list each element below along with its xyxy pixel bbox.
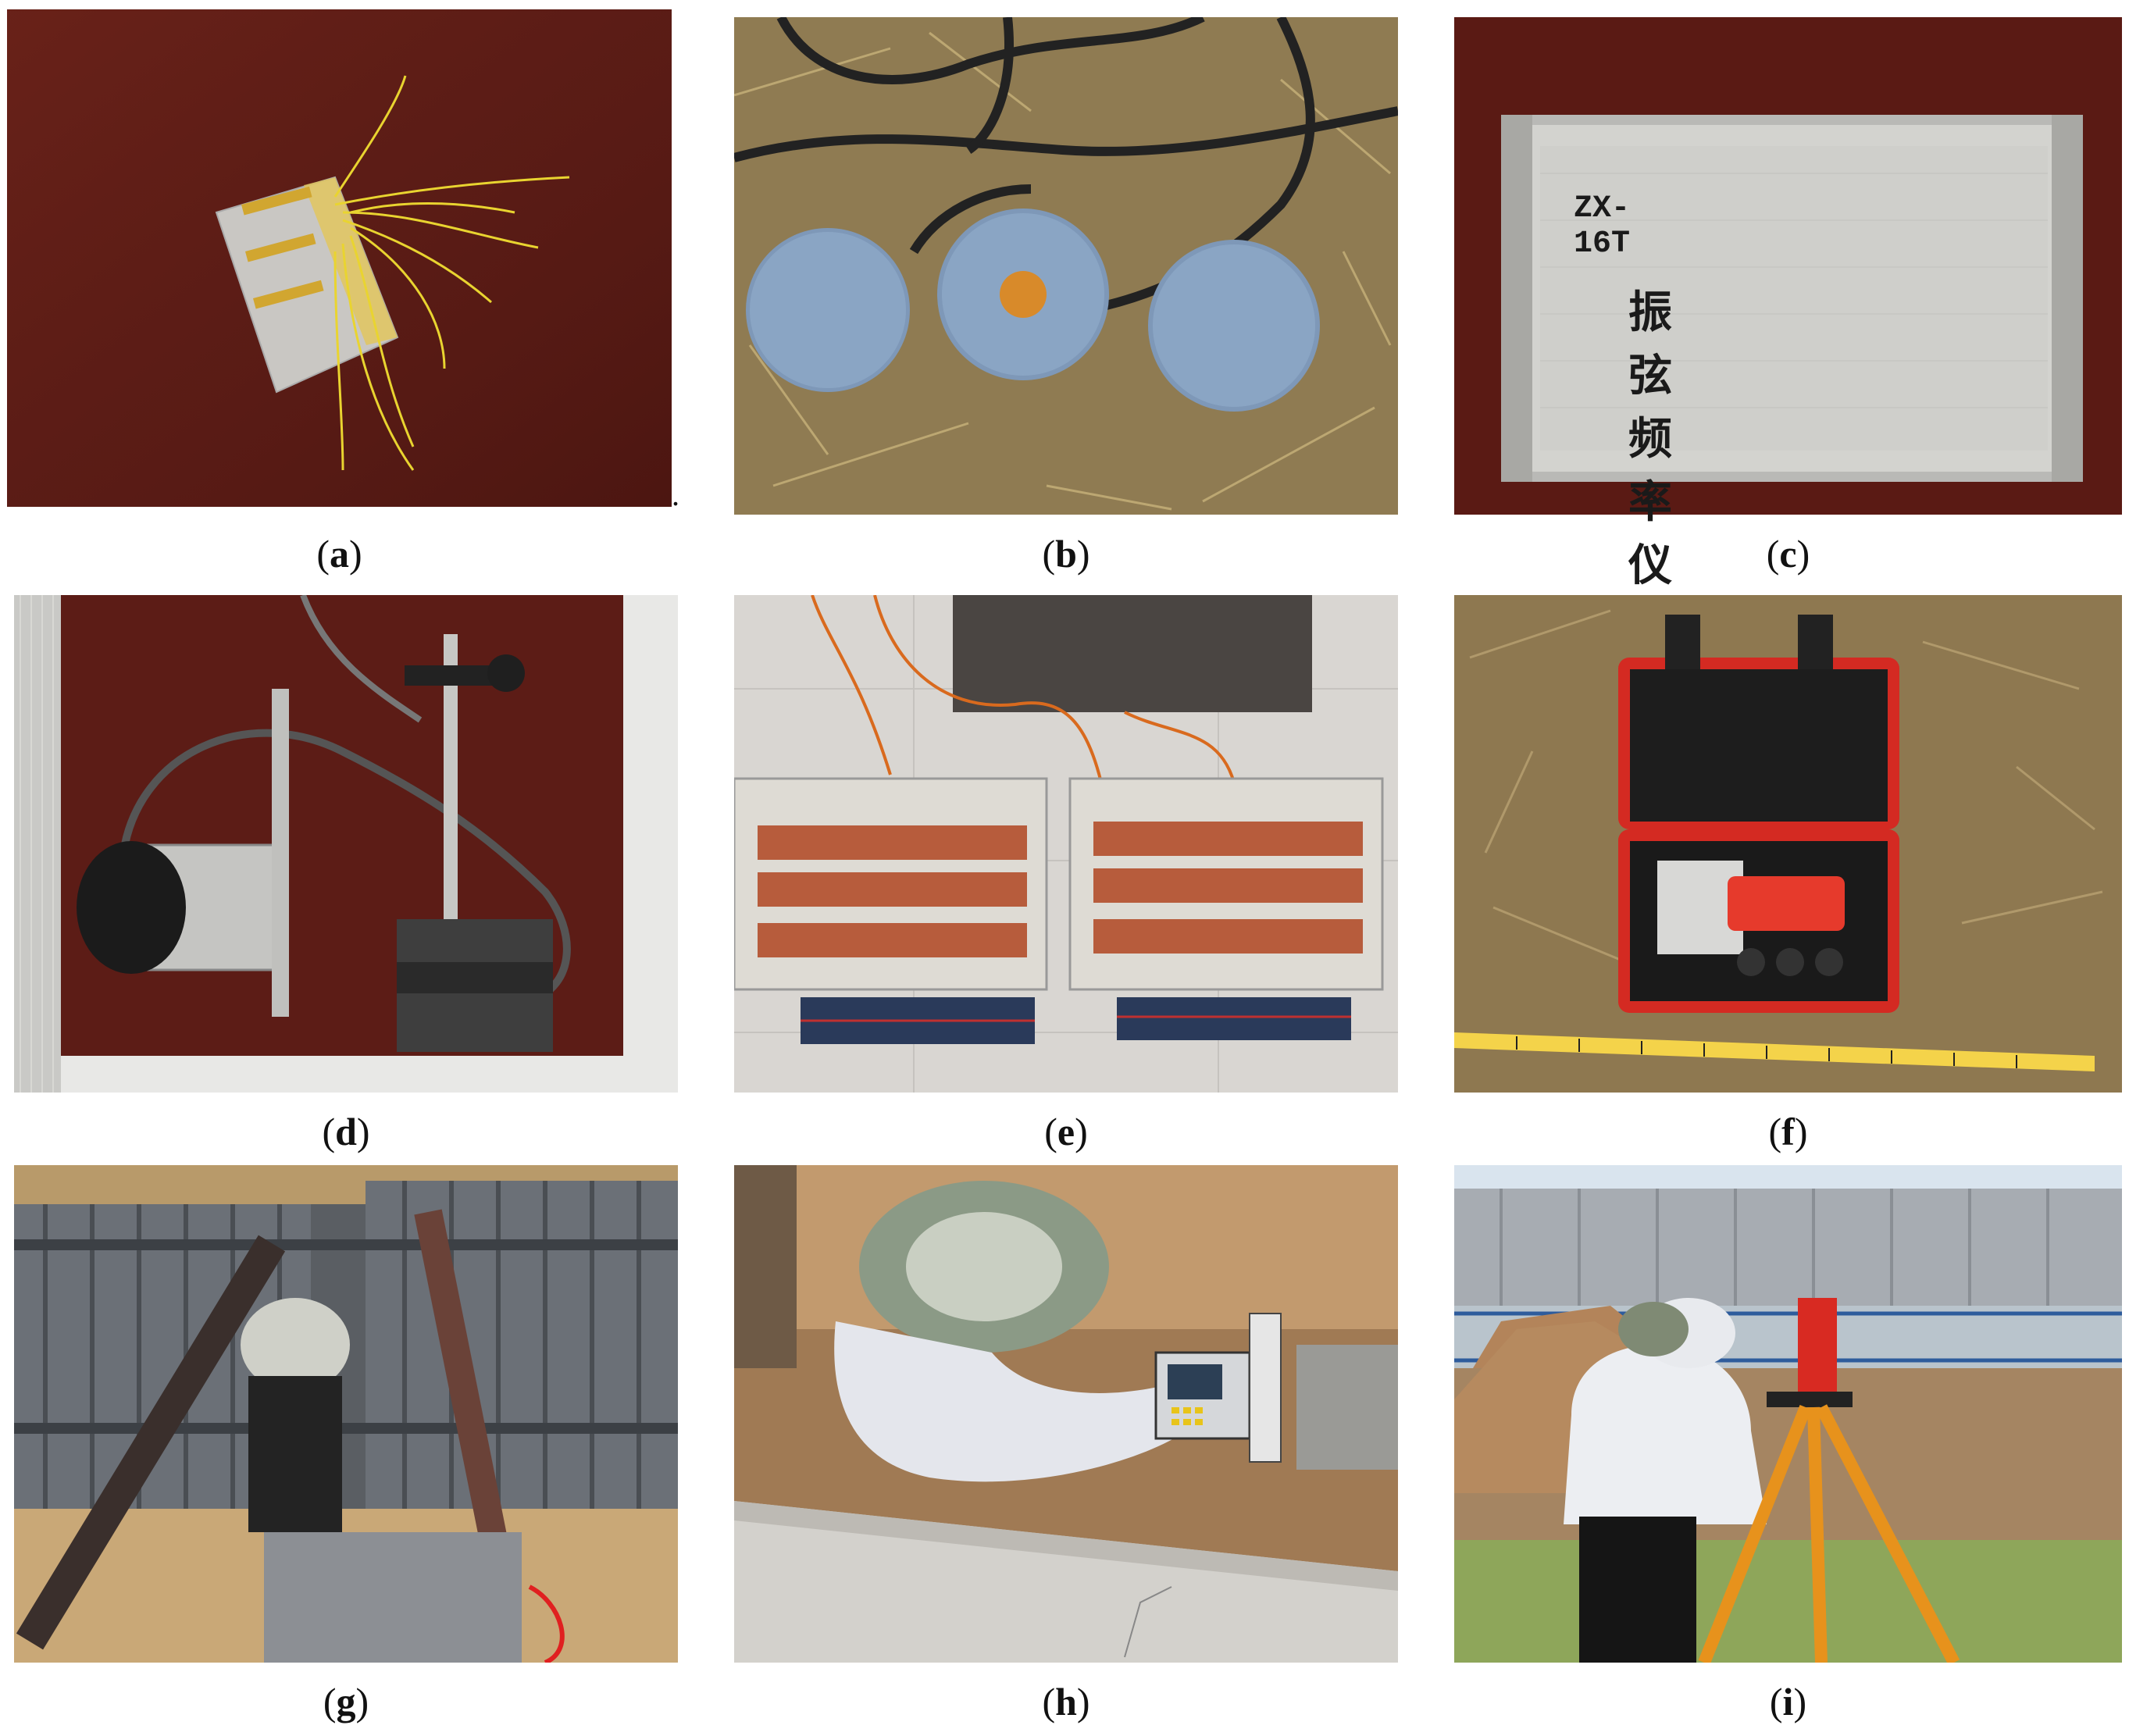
photo-pit-installation bbox=[14, 1165, 678, 1663]
photo-data-acquisition bbox=[734, 595, 1398, 1093]
caption-i: (i) bbox=[1769, 1680, 1807, 1724]
caption-g: (g) bbox=[323, 1680, 369, 1724]
caption-h: (h) bbox=[1042, 1680, 1090, 1724]
stray-period: . bbox=[672, 477, 679, 512]
caption-f: (f) bbox=[1768, 1110, 1808, 1153]
photo-meter-reading bbox=[734, 1165, 1398, 1663]
caption-e: (e) bbox=[1044, 1110, 1088, 1153]
case-model-label: ZX-16T bbox=[1574, 191, 1631, 262]
photo-displacement-sensor bbox=[14, 595, 678, 1093]
photo-strain-gauge bbox=[7, 9, 672, 507]
caption-d: (d) bbox=[322, 1110, 370, 1153]
photo-pressure-cells bbox=[734, 17, 1398, 515]
caption-b: (b) bbox=[1042, 532, 1090, 576]
caption-a: (a) bbox=[316, 532, 362, 576]
photo-total-station-case bbox=[1454, 595, 2122, 1093]
photo-instrument-case bbox=[1454, 17, 2122, 515]
caption-c: (c) bbox=[1766, 532, 1810, 576]
case-title-label: 振弦频率仪 bbox=[1628, 287, 1689, 591]
photo-field-survey bbox=[1454, 1165, 2122, 1663]
